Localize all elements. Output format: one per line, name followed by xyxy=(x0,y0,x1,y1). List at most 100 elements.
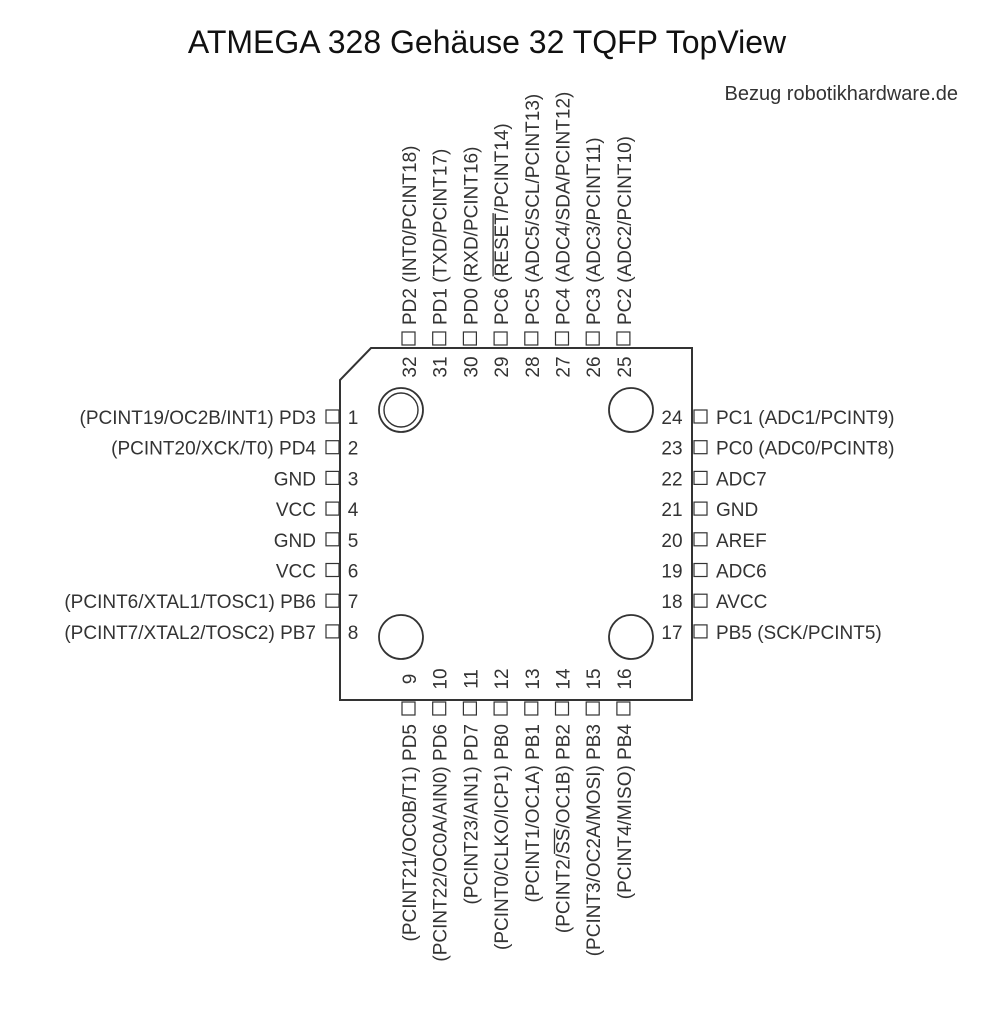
pin-16: 16 (PCINT4/MISO) PB4 xyxy=(615,668,636,899)
pin-number-4: 4 xyxy=(348,500,359,521)
pin-number-21: 21 xyxy=(661,500,682,521)
pin-label-32: PD2 (INT0/PCINT18) xyxy=(400,146,421,325)
pin-pad-29 xyxy=(493,331,508,346)
pin-number-14: 14 xyxy=(554,668,575,690)
pin-pad-2 xyxy=(325,440,340,455)
pin-pad-16 xyxy=(616,701,631,716)
corner-dot-bottom-right xyxy=(608,614,654,660)
pin-number-26: 26 xyxy=(584,356,605,377)
pin-pad-22 xyxy=(693,470,708,485)
pin-number-22: 22 xyxy=(661,469,682,490)
chip-package-body xyxy=(339,347,693,701)
pin-12: 12(PCINT0/CLKO/ICP1) PB0 xyxy=(492,668,513,950)
pin-label-17: PB5 (SCK/PCINT5) xyxy=(716,623,882,644)
pin-label-20: AREF xyxy=(716,531,767,552)
pin-label-26: PC3 (ADC3/PCINT11) xyxy=(584,137,605,325)
pin-number-15: 15 xyxy=(584,668,605,689)
pin-number-5: 5 xyxy=(348,531,359,552)
pin-label-21: GND xyxy=(716,500,758,521)
pin-pad-32 xyxy=(401,331,416,346)
pin-label-11: (PCINT23/AIN1) PD7 xyxy=(461,724,482,905)
pin-number-24: 24 xyxy=(661,408,683,429)
pin-pad-19 xyxy=(693,562,708,578)
pin-label-7: (PCINT6/XTAL1/TOSC1) PB6 xyxy=(64,592,316,613)
pin-label-14: (PCINT2/SS/OC1B) PB2 xyxy=(554,724,575,933)
pin-label-27: PC4 (ADC4/SDA/PCINT12) xyxy=(554,92,575,325)
pin-29: 29 PC6 (RESET/PCINT14) xyxy=(492,123,513,377)
pin-number-19: 19 xyxy=(661,562,682,583)
pin-number-6: 6 xyxy=(348,562,359,583)
orientation-dot-ring xyxy=(383,392,419,428)
pin-number-13: 13 xyxy=(523,668,544,689)
pin-label-22: ADC7 xyxy=(716,469,767,490)
pin-28: 28 PC5 (ADC5/SCL/PCINT13) xyxy=(523,94,544,378)
pin-pad-28 xyxy=(524,331,539,346)
pin-label-8: (PCINT7/XTAL2/TOSC2) PB7 xyxy=(64,623,316,644)
pin-8: 8(PCINT7/XTAL2/TOSC2) PB7 xyxy=(64,623,358,644)
pin-pad-27 xyxy=(554,331,570,346)
pin-label-25: PC2 (ADC2/PCINT10) xyxy=(615,136,636,325)
pin-pad-9 xyxy=(401,701,416,716)
pin-number-7: 7 xyxy=(348,592,359,613)
pin-pad-7 xyxy=(325,593,340,608)
pin-1: 1(PCINT19/OC2B/INT1) PD3 xyxy=(80,408,359,429)
pin-number-30: 30 xyxy=(461,356,482,377)
corner-dot-bottom-left xyxy=(378,614,424,660)
pin-label-29: PC6 (RESET/PCINT14) xyxy=(492,123,513,325)
pin-label-23: PC0 (ADC0/PCINT8) xyxy=(716,439,894,460)
pin-pad-12 xyxy=(493,701,508,716)
pin-10: 10(PCINT22/OC0A/AIN0) PD6 xyxy=(431,668,452,961)
pin-label-16: (PCINT4/MISO) PB4 xyxy=(615,724,636,900)
pin-number-11: 11 xyxy=(461,669,482,689)
pin-number-9: 9 xyxy=(400,674,421,685)
pin-number-29: 29 xyxy=(492,356,513,377)
pin-number-10: 10 xyxy=(431,668,452,689)
pin-9: 9 (PCINT21/OC0B/T1) PD5 xyxy=(400,674,421,942)
pin-14: 14 (PCINT2/SS/OC1B) PB2 xyxy=(554,668,575,933)
orientation-dot xyxy=(378,387,424,433)
pin-pad-5 xyxy=(325,532,340,547)
pin-pad-17 xyxy=(693,624,708,639)
pin-7: 7 (PCINT6/XTAL1/TOSC1) PB6 xyxy=(64,592,358,613)
pin-label-13: (PCINT1/OC1A) PB1 xyxy=(523,724,544,902)
pin-label-9: (PCINT21/OC0B/T1) PD5 xyxy=(400,724,421,942)
pin-pad-1 xyxy=(325,409,340,424)
pin-number-20: 20 xyxy=(661,531,682,552)
pin-pad-18 xyxy=(693,593,708,608)
pin-label-28: PC5 (ADC5/SCL/PCINT13) xyxy=(523,94,544,325)
pin-label-6: VCC xyxy=(276,562,316,583)
pin-pad-6 xyxy=(325,562,340,578)
pin-13: 13 (PCINT1/OC1A) PB1 xyxy=(523,668,544,902)
pin-pad-24 xyxy=(693,409,708,424)
pin-number-2: 2 xyxy=(348,439,359,460)
pin-number-27: 27 xyxy=(554,356,575,377)
pin-label-5: GND xyxy=(274,531,316,552)
pin-label-2: (PCINT20/XCK/T0) PD4 xyxy=(111,439,316,460)
corner-dot-top-right xyxy=(608,387,654,433)
pin-pad-20 xyxy=(693,532,708,547)
pin-number-12: 12 xyxy=(492,668,513,689)
pin-number-16: 16 xyxy=(615,668,636,689)
pin-number-28: 28 xyxy=(523,356,544,377)
pin-number-31: 31 xyxy=(431,356,452,377)
pin-pad-26 xyxy=(585,331,600,346)
pin-27: 27 PC4 (ADC4/SDA/PCINT12) xyxy=(554,92,575,378)
pin-pad-21 xyxy=(693,501,708,516)
source-note: Bezug robotikhardware.de xyxy=(725,83,958,105)
pin-label-3: GND xyxy=(274,469,316,490)
pin1-marker xyxy=(378,387,424,433)
pin-number-25: 25 xyxy=(615,356,636,377)
pin-pad-3 xyxy=(325,470,340,485)
pin-11: 11 (PCINT23/AIN1) PD7 xyxy=(461,669,482,904)
